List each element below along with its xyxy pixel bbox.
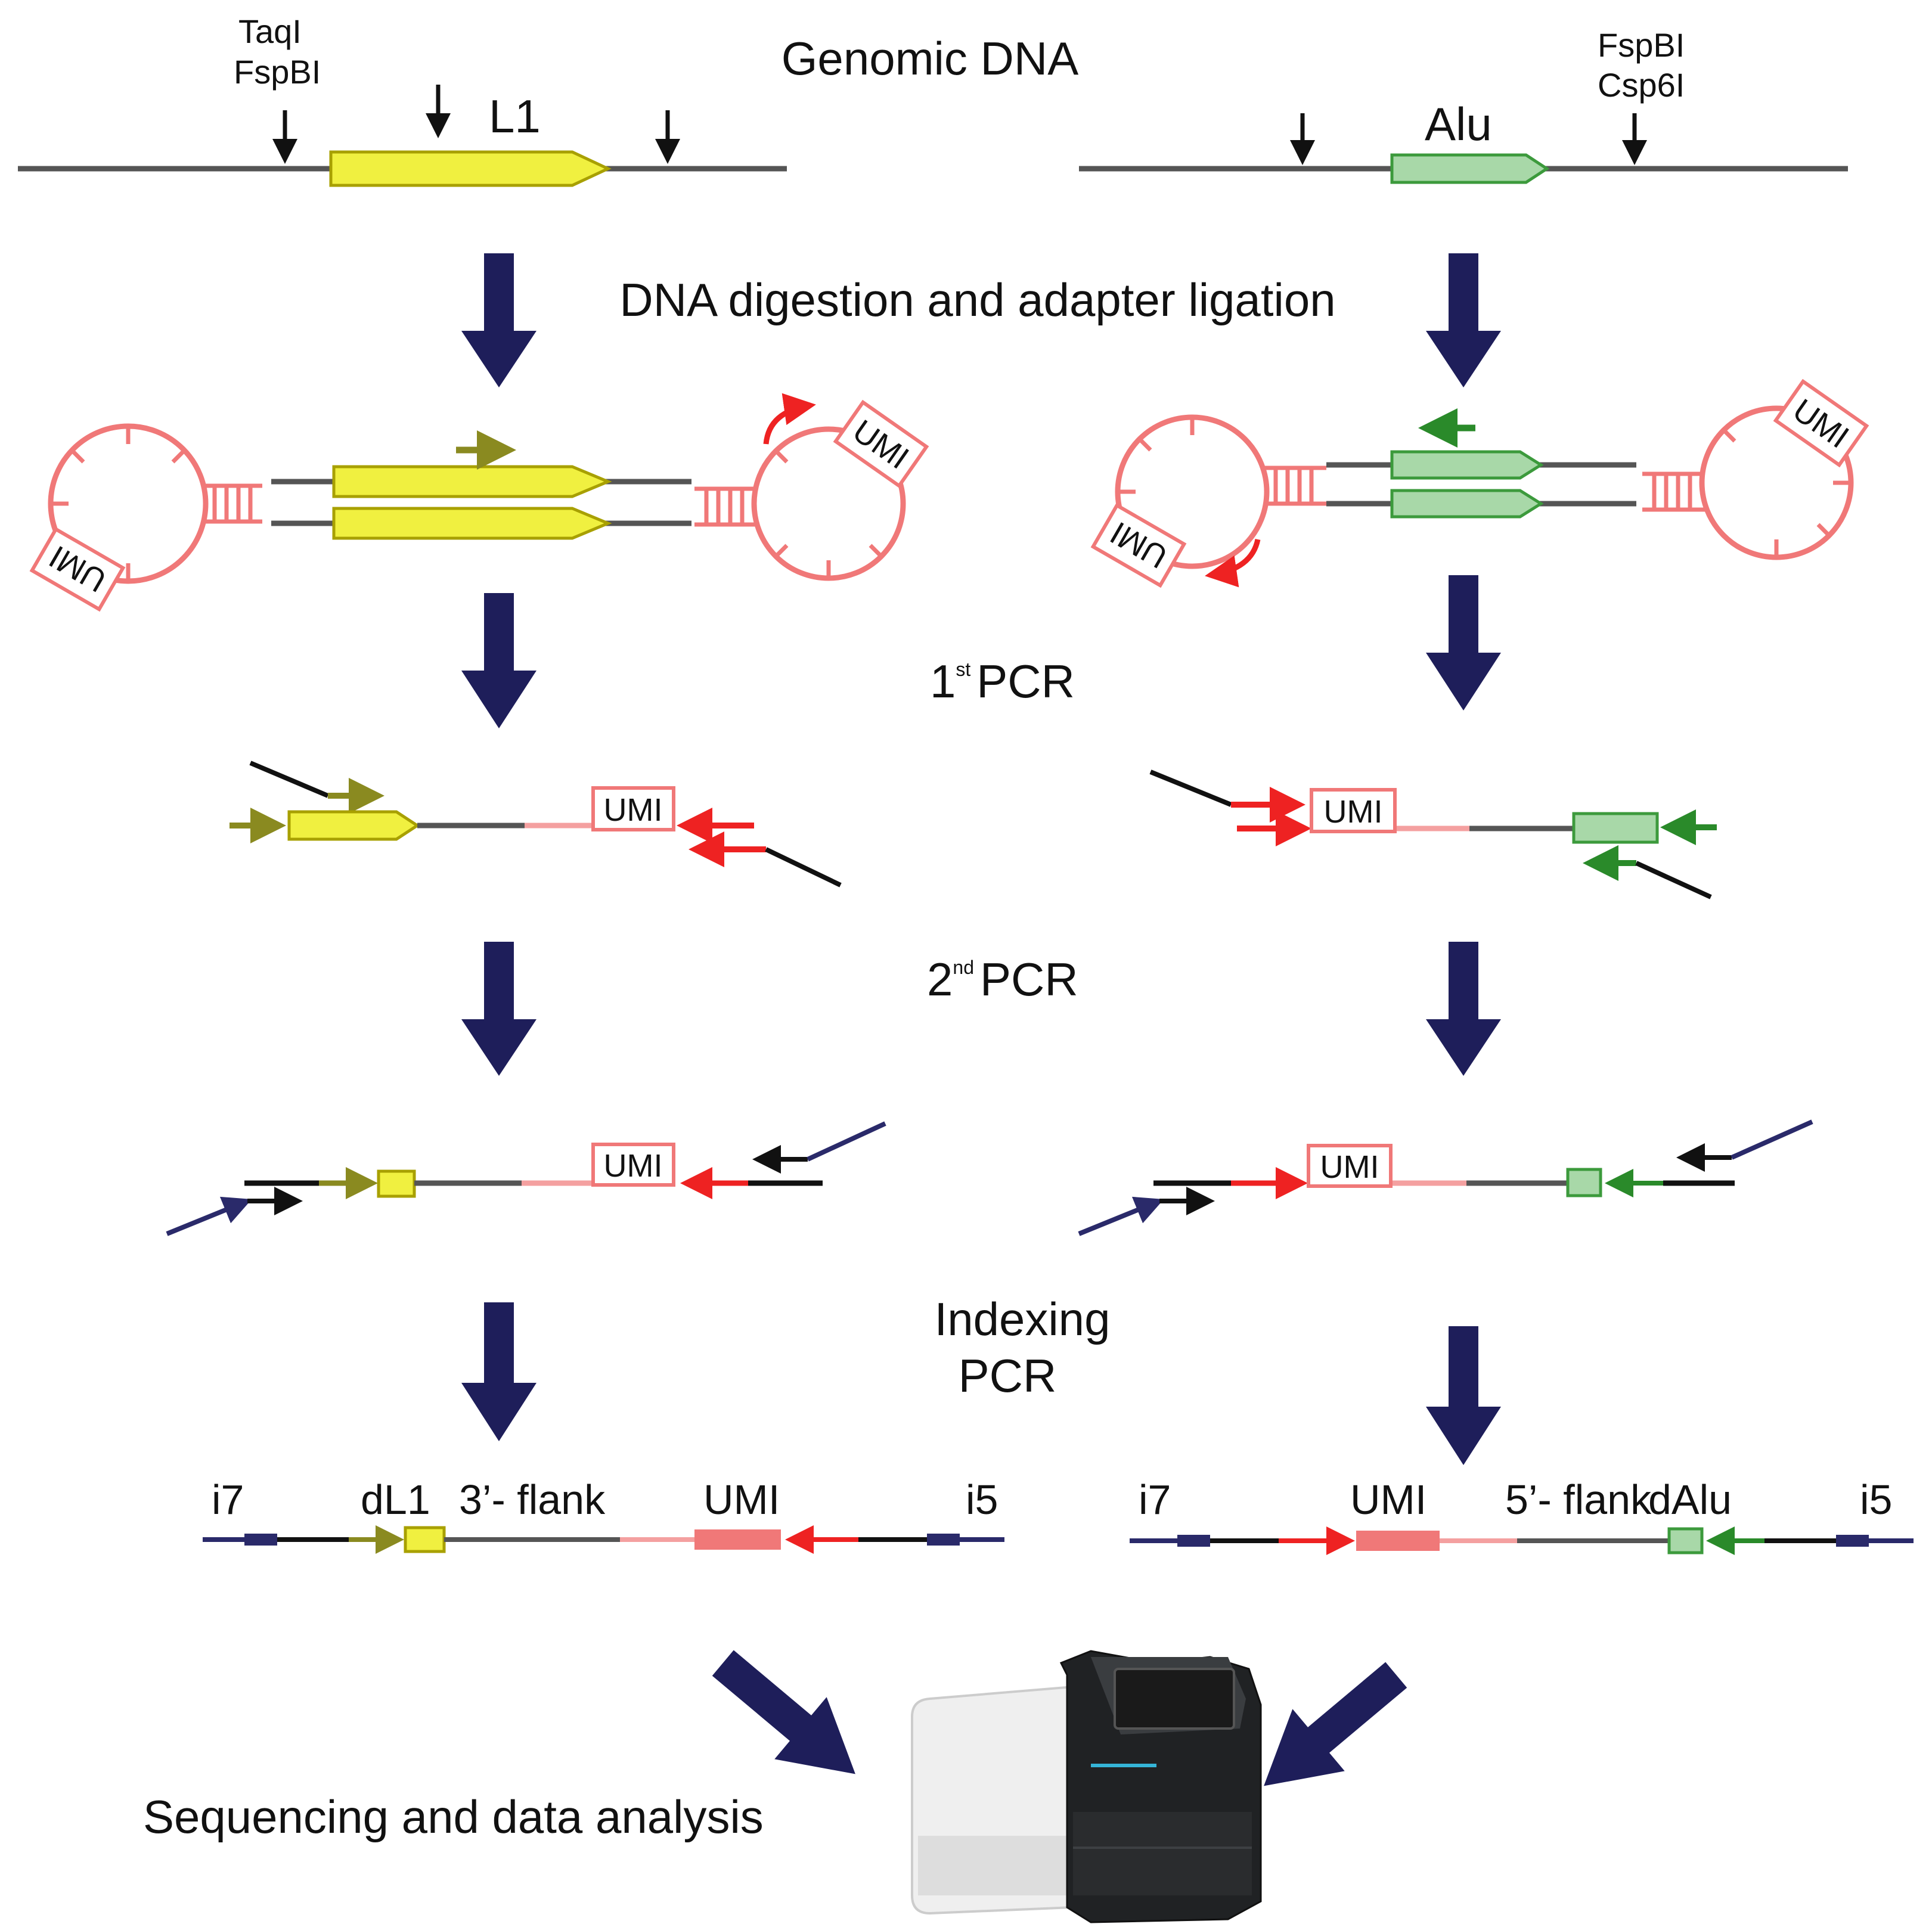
sequencer-illustration	[911, 1650, 1262, 1923]
sequencing-label: Sequencing and data analysis	[143, 1791, 764, 1843]
left-genomic-dna: TaqI FspBI L1	[18, 13, 787, 187]
i7-label: i7	[1139, 1476, 1171, 1523]
alu-label: Alu	[1425, 98, 1492, 150]
enzyme-label-csp6i: Csp6I	[1598, 66, 1685, 104]
i5-label: i5	[966, 1476, 998, 1523]
circularization-arrow	[1205, 538, 1261, 588]
umi-label: UMI	[604, 1148, 663, 1184]
left-ligated-fragment: UMI UMI	[29, 393, 929, 612]
pcr2-text: PCR	[980, 953, 1078, 1006]
i7-label: i7	[212, 1476, 244, 1523]
left-pcr2-product: UMI	[166, 1121, 886, 1236]
alu-element	[1390, 450, 1544, 480]
umi-label: UMI	[1320, 1149, 1379, 1185]
flow-arrow-down	[461, 942, 537, 1076]
indexing-label-line2: PCR	[959, 1349, 1057, 1402]
dl1-label: dL1	[361, 1476, 430, 1523]
umi-segment	[1356, 1531, 1440, 1551]
umi-box	[591, 786, 675, 831]
flow-arrow-down	[1426, 575, 1501, 710]
l1-element	[377, 1169, 416, 1198]
umi-box: UMI	[833, 399, 929, 489]
pcr2-superscript: nd	[953, 957, 974, 978]
umi-box: UMI	[29, 526, 126, 612]
umi-label: UMI	[1324, 794, 1383, 830]
dalu-label: dAlu	[1648, 1476, 1732, 1523]
l1-element	[404, 1526, 446, 1553]
umi-label: UMI	[703, 1476, 780, 1523]
circularization-arrow	[763, 393, 816, 445]
l1-element	[329, 150, 612, 187]
pcr1-label: 1st PCR	[930, 655, 1075, 708]
right-ligated-fragment: UMI UMI	[1090, 378, 1869, 588]
umi-box: UMI	[1773, 378, 1869, 468]
right-final-library: i7 UMI 5’- flank dAlu i5	[1130, 1476, 1914, 1555]
flow-arrow-down	[1426, 253, 1501, 387]
genomic-dna-label: Genomic DNA	[782, 32, 1078, 85]
flank-label: 3’- flank	[459, 1476, 606, 1523]
pcr1-superscript: st	[956, 659, 970, 680]
flow-arrow-down	[461, 593, 537, 728]
alu-element	[1566, 1168, 1602, 1197]
alu-element	[1572, 812, 1659, 844]
flow-arrow-down	[461, 1302, 537, 1441]
left-final-library: i7 dL1 3’- flank UMI i5	[203, 1476, 1004, 1554]
flow-arrow-down	[1426, 942, 1501, 1076]
flow-arrow-diagonal	[1264, 1662, 1407, 1786]
right-pcr2-product: UMI	[1078, 1119, 1813, 1236]
umi-box	[591, 1143, 675, 1187]
l1-element	[332, 507, 612, 540]
flow-arrow-down	[461, 253, 537, 387]
digestion-label: DNA digestion and adapter ligation	[619, 274, 1335, 326]
l1-element	[332, 465, 612, 498]
flow-arrow-diagonal	[712, 1650, 855, 1774]
alu-element	[1390, 153, 1550, 184]
alu-element	[1667, 1527, 1704, 1554]
enzyme-label-fspbi: FspBI	[1598, 26, 1685, 64]
pcr2-label: 2nd PCR	[927, 953, 1078, 1006]
left-pcr1-product: UMI	[230, 761, 842, 888]
flow-arrow-down	[1426, 1326, 1501, 1465]
flow-arrows	[461, 253, 1501, 1786]
indexing-label-line1: Indexing	[935, 1293, 1111, 1345]
umi-segment	[694, 1529, 781, 1550]
right-pcr1-product: UMI	[1149, 769, 1717, 899]
enzyme-label-taqi: TaqI	[238, 13, 302, 50]
umi-label: UMI	[1350, 1476, 1426, 1523]
pcr2-number: 2	[927, 953, 953, 1006]
umi-box	[1307, 1144, 1393, 1188]
pcr1-number: 1	[930, 655, 956, 708]
umi-box: UMI	[1090, 502, 1187, 588]
alu-element	[1390, 489, 1544, 519]
pcr1-text: PCR	[976, 655, 1075, 708]
flank-label: 5’- flank	[1505, 1476, 1652, 1523]
umi-label: UMI	[604, 792, 663, 828]
i5-label: i5	[1860, 1476, 1892, 1523]
l1-label: L1	[489, 90, 541, 142]
umi-box	[1310, 788, 1397, 833]
l1-element	[287, 810, 420, 841]
right-genomic-dna: FspBI Csp6I Alu	[1079, 26, 1848, 184]
enzyme-label-fspbi: FspBI	[234, 53, 321, 91]
